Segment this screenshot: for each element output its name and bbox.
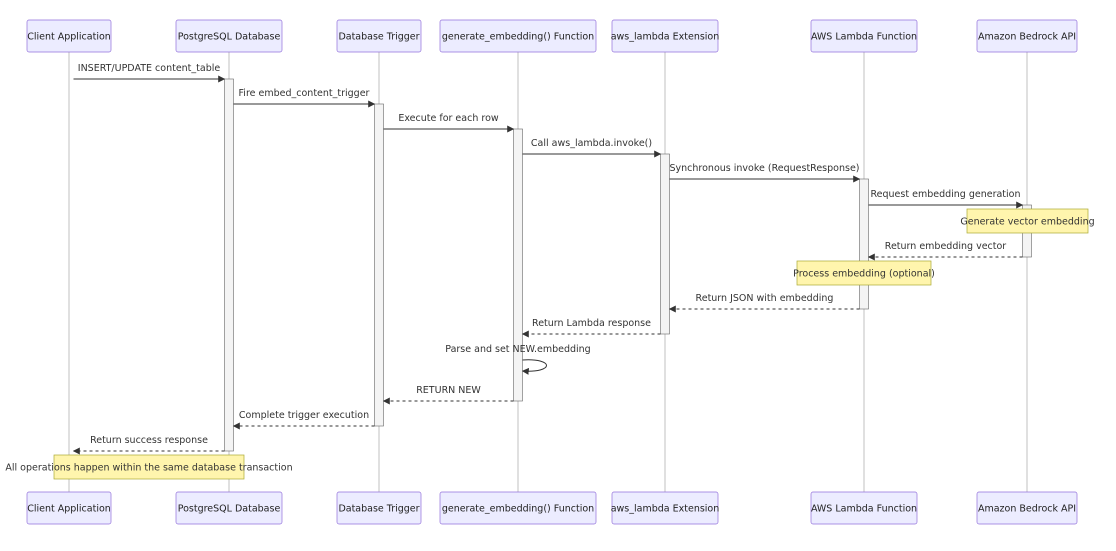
actor-trigger-bottom: Database Trigger [336, 491, 422, 525]
actor-box [336, 19, 422, 53]
actor-label: generate_embedding() Function [442, 32, 594, 43]
note-box [966, 208, 1089, 234]
actor-label: aws_lambda Extension [611, 504, 720, 515]
note-transaction: All operations happen within the same da… [5, 454, 293, 480]
actor-client-top: Client Application [26, 19, 112, 53]
actor-box [175, 19, 283, 53]
actor-box [611, 19, 719, 53]
actor-box [611, 491, 719, 525]
actor-label: AWS Lambda Function [811, 504, 917, 515]
actor-box [810, 491, 918, 525]
actor-lambda-top: AWS Lambda Function [810, 19, 918, 53]
message-3: Execute for each row [383, 113, 515, 133]
message-label: Call aws_lambda.invoke() [531, 138, 652, 149]
actor-trigger-top: Database Trigger [336, 19, 422, 53]
message-label: Request embedding generation [870, 189, 1020, 200]
actor-box [976, 19, 1078, 53]
note-box [53, 454, 245, 480]
actor-box [175, 491, 283, 525]
message-12: Complete trigger execution [232, 410, 375, 430]
message-7: Return embedding vector [867, 241, 1023, 261]
message-6: Request embedding generation [868, 189, 1024, 209]
message-1: INSERT/UPDATE content_table [73, 63, 226, 83]
actor-postgres-bottom: PostgreSQL Database [175, 491, 283, 525]
note-label: All operations happen within the same da… [5, 463, 292, 474]
actor-box [976, 491, 1078, 525]
actor-box [810, 19, 918, 53]
actor-client-bottom: Client Application [26, 491, 112, 525]
actor-label: Amazon Bedrock API [978, 504, 1076, 515]
message-label: RETURN NEW [416, 385, 481, 396]
actor-bedrock-top: Amazon Bedrock API [976, 19, 1078, 53]
actor-label: Client Application [27, 32, 111, 43]
actor-box [439, 491, 597, 525]
message-label: INSERT/UPDATE content_table [78, 63, 221, 74]
actor-label: Database Trigger [338, 504, 419, 515]
activation-bar-awsext [660, 153, 670, 335]
message-label: Parse and set NEW.embedding [445, 344, 590, 355]
actor-label: Amazon Bedrock API [978, 32, 1076, 43]
actor-awsext-top: aws_lambda Extension [611, 19, 720, 53]
actor-awsext-bottom: aws_lambda Extension [611, 491, 720, 525]
message-8: Return JSON with embedding [668, 293, 860, 313]
activation-bar-lambda [859, 178, 869, 310]
actor-bedrock-bottom: Amazon Bedrock API [976, 491, 1078, 525]
message-label: Fire embed_content_trigger [239, 88, 370, 99]
actor-label: Database Trigger [338, 32, 419, 43]
activation-bar-postgres [224, 78, 234, 452]
activation-bar-genfn [513, 128, 523, 402]
actor-label: generate_embedding() Function [442, 504, 594, 515]
message-5: Synchronous invoke (RequestResponse) [669, 163, 861, 183]
message-label: Return JSON with embedding [696, 293, 834, 304]
actor-label: aws_lambda Extension [611, 32, 720, 43]
message-2: Fire embed_content_trigger [233, 88, 376, 108]
note-vector: Generate vector embedding [960, 208, 1095, 234]
message-label: Execute for each row [398, 113, 499, 124]
message-label: Synchronous invoke (RequestResponse) [670, 163, 860, 174]
self-message-arrow [521, 359, 547, 375]
message-4: Call aws_lambda.invoke() [522, 138, 662, 158]
actor-box [26, 491, 112, 525]
message-13: Return success response [72, 435, 225, 455]
note-box [796, 260, 932, 286]
actor-label: PostgreSQL Database [178, 32, 281, 43]
note-process: Process embedding (optional) [793, 260, 935, 286]
actor-box [26, 19, 112, 53]
actor-genfn-bottom: generate_embedding() Function [439, 491, 597, 525]
message-label: Return embedding vector [885, 241, 1007, 252]
message-label: Complete trigger execution [239, 410, 369, 421]
message-11: RETURN NEW [382, 385, 514, 405]
actor-label: AWS Lambda Function [811, 32, 917, 43]
actor-postgres-top: PostgreSQL Database [175, 19, 283, 53]
message-label: Return success response [90, 435, 208, 446]
actor-lambda-bottom: AWS Lambda Function [810, 491, 918, 525]
actor-label: Client Application [27, 504, 111, 515]
activation-bar-trigger [374, 103, 384, 427]
actor-genfn-top: generate_embedding() Function [439, 19, 597, 53]
message-10: Parse and set NEW.embedding [445, 344, 591, 375]
message-label: Return Lambda response [532, 318, 651, 329]
actor-label: PostgreSQL Database [178, 504, 281, 515]
note-label: Process embedding (optional) [793, 269, 935, 280]
note-label: Generate vector embedding [960, 217, 1094, 228]
actor-box [439, 19, 597, 53]
actor-box [336, 491, 422, 525]
message-9: Return Lambda response [521, 318, 661, 338]
